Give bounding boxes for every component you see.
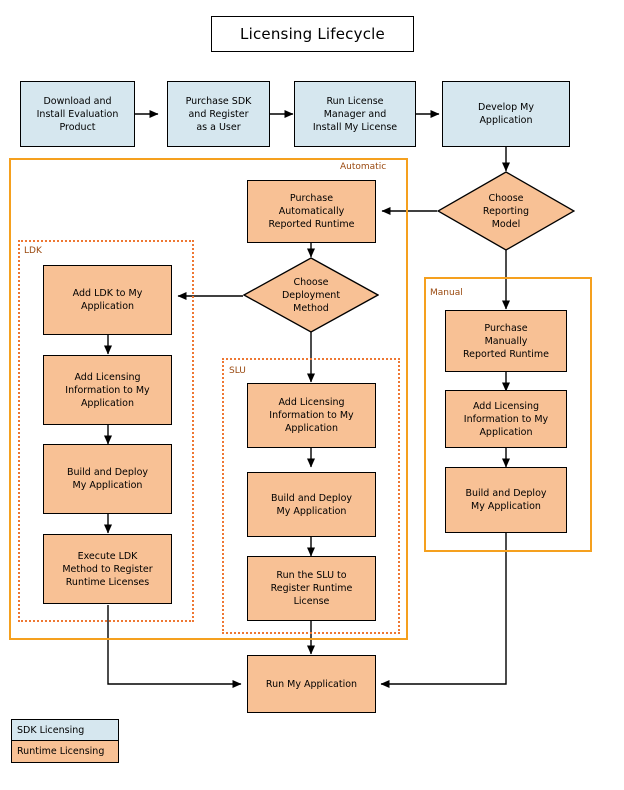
diamond-shape <box>437 171 575 251</box>
node-manual-add-licensing-information[interactable]: Add Licensing Information to My Applicat… <box>445 390 567 448</box>
group-manual <box>424 277 592 552</box>
diamond-shape <box>243 257 379 333</box>
node-purchase-manually-reported-runtime[interactable]: Purchase Manually Reported Runtime <box>445 310 567 372</box>
group-ldk-label: LDK <box>24 246 42 256</box>
node-run-my-application[interactable]: Run My Application <box>247 655 376 713</box>
node-manual-build-and-deploy[interactable]: Build and Deploy My Application <box>445 467 567 533</box>
node-slu-build-and-deploy[interactable]: Build and Deploy My Application <box>247 472 376 537</box>
node-add-ldk-to-my-application[interactable]: Add LDK to My Application <box>43 265 172 335</box>
node-develop-my-application[interactable]: Develop My Application <box>442 81 570 147</box>
group-manual-label: Manual <box>430 288 463 298</box>
node-ldk-add-licensing-information[interactable]: Add Licensing Information to My Applicat… <box>43 355 172 425</box>
legend-item-runtime-licensing: Runtime Licensing <box>11 741 119 763</box>
group-ldk <box>18 240 194 622</box>
node-run-the-slu-to-register[interactable]: Run the SLU to Register Runtime License <box>247 556 376 621</box>
node-run-license-manager[interactable]: Run License Manager and Install My Licen… <box>294 81 416 147</box>
group-automatic <box>9 158 408 640</box>
group-slu <box>222 358 400 634</box>
legend-label-sdk-licensing: SDK Licensing <box>17 724 85 736</box>
node-purchase-automatically-reported-runtime[interactable]: Purchase Automatically Reported Runtime <box>247 180 376 243</box>
node-purchase-sdk-and-register[interactable]: Purchase SDK and Register as a User <box>167 81 270 147</box>
group-automatic-label: Automatic <box>340 162 387 172</box>
node-slu-add-licensing-information[interactable]: Add Licensing Information to My Applicat… <box>247 383 376 448</box>
node-choose-reporting-model[interactable]: Choose Reporting Model <box>437 171 575 251</box>
legend: SDK Licensing Runtime Licensing <box>11 719 119 763</box>
node-download-install-evaluation-product[interactable]: Download and Install Evaluation Product <box>20 81 135 147</box>
group-slu-label: SLU <box>229 366 246 376</box>
legend-item-sdk-licensing: SDK Licensing <box>11 719 119 741</box>
node-ldk-build-and-deploy[interactable]: Build and Deploy My Application <box>43 444 172 514</box>
node-execute-ldk-method[interactable]: Execute LDK Method to Register Runtime L… <box>43 534 172 604</box>
legend-label-runtime-licensing: Runtime Licensing <box>17 746 105 757</box>
node-choose-deployment-method[interactable]: Choose Deployment Method <box>243 257 379 333</box>
diagram-title: Licensing Lifecycle <box>211 16 414 52</box>
